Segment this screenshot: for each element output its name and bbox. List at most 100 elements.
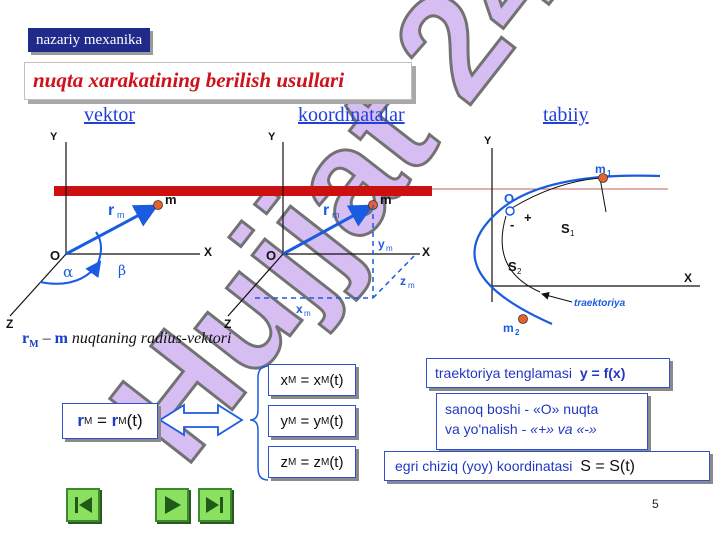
coord-y-sub: m xyxy=(386,244,393,253)
coord-projection-z xyxy=(372,255,415,299)
next-slide-icon xyxy=(165,496,181,514)
equations-brace xyxy=(249,365,269,481)
y-law-eq: = y xyxy=(296,412,321,430)
trajectory-eq-label: traektoriya tenglamasi xyxy=(435,365,572,381)
y-law-rhs-sub: M xyxy=(320,415,330,427)
coord-radius-label: r xyxy=(323,202,329,219)
x-law-lhs-sub: M xyxy=(288,374,297,386)
slide-title: nuqta xarakatining berilish usullari xyxy=(33,68,345,92)
vec-point-label: m xyxy=(165,192,177,207)
vec-radius-label: r xyxy=(108,202,114,219)
nat-s2-sub: 2 xyxy=(517,267,522,276)
first-slide-icon xyxy=(75,497,92,513)
nat-m2-sub: 2 xyxy=(515,328,520,337)
z-law-arg: (t) xyxy=(329,453,344,471)
vec-axis-z: Z xyxy=(6,317,13,331)
y-law-lhs: y xyxy=(280,412,289,430)
trajectory-equation-box: traektoriya tenglamasi y = f(x) xyxy=(426,358,670,388)
s1-arc xyxy=(511,177,601,209)
nat-s1-label: S xyxy=(561,221,570,236)
vector-law-rhs-sub: M xyxy=(118,415,127,427)
nat-axis-y: Y xyxy=(484,135,492,147)
origin-line-1: sanoq boshi - «O» nuqta xyxy=(445,401,599,417)
origin-line-2a: va yo'nalish - xyxy=(445,421,531,437)
y-law-lhs-sub: M xyxy=(288,415,297,427)
alpha-label: α xyxy=(63,263,73,281)
x-law-arg: (t) xyxy=(329,371,344,389)
nat-s2-label: S xyxy=(508,259,517,274)
radius-caption: rM – m nuqtaning radius-vektori xyxy=(22,330,231,350)
nat-minus: - xyxy=(510,217,514,232)
origin-line-2: va yo'nalish - «+» va «-» xyxy=(445,419,647,439)
m1-marker xyxy=(598,173,608,183)
vector-law-rhs: r xyxy=(111,411,119,430)
coord-axis-z: Z xyxy=(224,317,231,331)
arc-eq: S = S(t) xyxy=(580,458,635,475)
coord-origin: O xyxy=(266,248,276,263)
nat-axis-x: X xyxy=(684,271,692,285)
heading-coordinates[interactable]: koordinatalar xyxy=(298,104,405,126)
vector-law-lhs-sub: M xyxy=(83,415,93,427)
nat-s1-sub: 1 xyxy=(570,229,575,238)
m2-marker xyxy=(518,314,528,324)
vec-axis-x: X xyxy=(204,245,212,259)
s2-arc xyxy=(501,215,541,293)
trajectory-eq: y = f(x) xyxy=(579,365,626,381)
radius-vector-arrow xyxy=(65,204,159,256)
nat-trajectory-label: traektoriya xyxy=(574,298,626,309)
vec-origin: O xyxy=(50,248,60,263)
first-slide-button[interactable] xyxy=(66,488,100,522)
vector-law-lhs: r xyxy=(77,411,84,430)
last-slide-icon xyxy=(206,497,223,513)
nat-origin: O xyxy=(504,191,514,206)
coord-axis-y: Y xyxy=(268,131,276,143)
coord-z-sub: m xyxy=(408,281,415,290)
trajectory-curve xyxy=(473,174,661,326)
x-law-eq: = x xyxy=(296,371,321,389)
origin-line-2b: «+» va «-» xyxy=(530,421,597,437)
x-law-rhs-sub: M xyxy=(320,374,330,386)
vector-diagram: Y X Z O m r m α β xyxy=(6,131,212,331)
vec-axis-y: Y xyxy=(50,131,58,143)
nat-m2-label: m xyxy=(503,321,514,335)
vector-law-eq: = xyxy=(92,411,112,430)
origin-marker xyxy=(505,206,515,216)
arc-label: egri chiziq (yoy) koordinatasi xyxy=(395,458,573,474)
caption-text: nuqtaning radius-vektori xyxy=(71,330,232,347)
x-law-lhs: x xyxy=(280,371,289,389)
coord-z-label: z xyxy=(400,274,406,288)
coordinate-diagram: Y X Z O m r m y m z m x m xyxy=(224,131,430,331)
coord-x-sub: m xyxy=(304,309,311,318)
reference-line xyxy=(54,186,432,196)
coord-x-label: x xyxy=(296,302,303,316)
z-law-eq: = z xyxy=(296,453,321,471)
beta-arc xyxy=(95,231,102,269)
coord-point-label: m xyxy=(380,192,392,207)
coord-y-label: y xyxy=(378,237,385,251)
arc-coordinate-box: egri chiziq (yoy) koordinatasi S = S(t) xyxy=(384,451,710,481)
page-number: 5 xyxy=(652,497,659,511)
next-slide-button[interactable] xyxy=(155,488,189,522)
vec-radius-sub: m xyxy=(117,210,125,220)
title-box: nuqta xarakatining berilish usullari xyxy=(24,62,412,100)
caption-m: m xyxy=(54,330,68,347)
natural-diagram: Y X O - + m 1 m 2 S 1 S 2 traektoriya xyxy=(473,135,700,337)
heading-vector[interactable]: vektor xyxy=(84,104,136,126)
vector-law-arg: (t) xyxy=(126,411,143,430)
trajectory-pointer xyxy=(541,291,573,303)
point-m-marker xyxy=(153,200,163,210)
caption-r: r xyxy=(22,330,30,347)
caption-dash: – xyxy=(42,330,51,347)
last-slide-button[interactable] xyxy=(198,488,232,522)
nat-plus: + xyxy=(524,210,532,225)
beta-label: β xyxy=(118,263,126,279)
z-law-lhs: z xyxy=(280,453,289,471)
heading-natural[interactable]: tabiiy xyxy=(543,104,589,126)
coord-axis-x: X xyxy=(422,245,430,259)
z-law-rhs-sub: M xyxy=(320,456,330,468)
nat-m1-sub: 1 xyxy=(607,169,612,178)
coord-radius-sub: m xyxy=(332,210,340,220)
